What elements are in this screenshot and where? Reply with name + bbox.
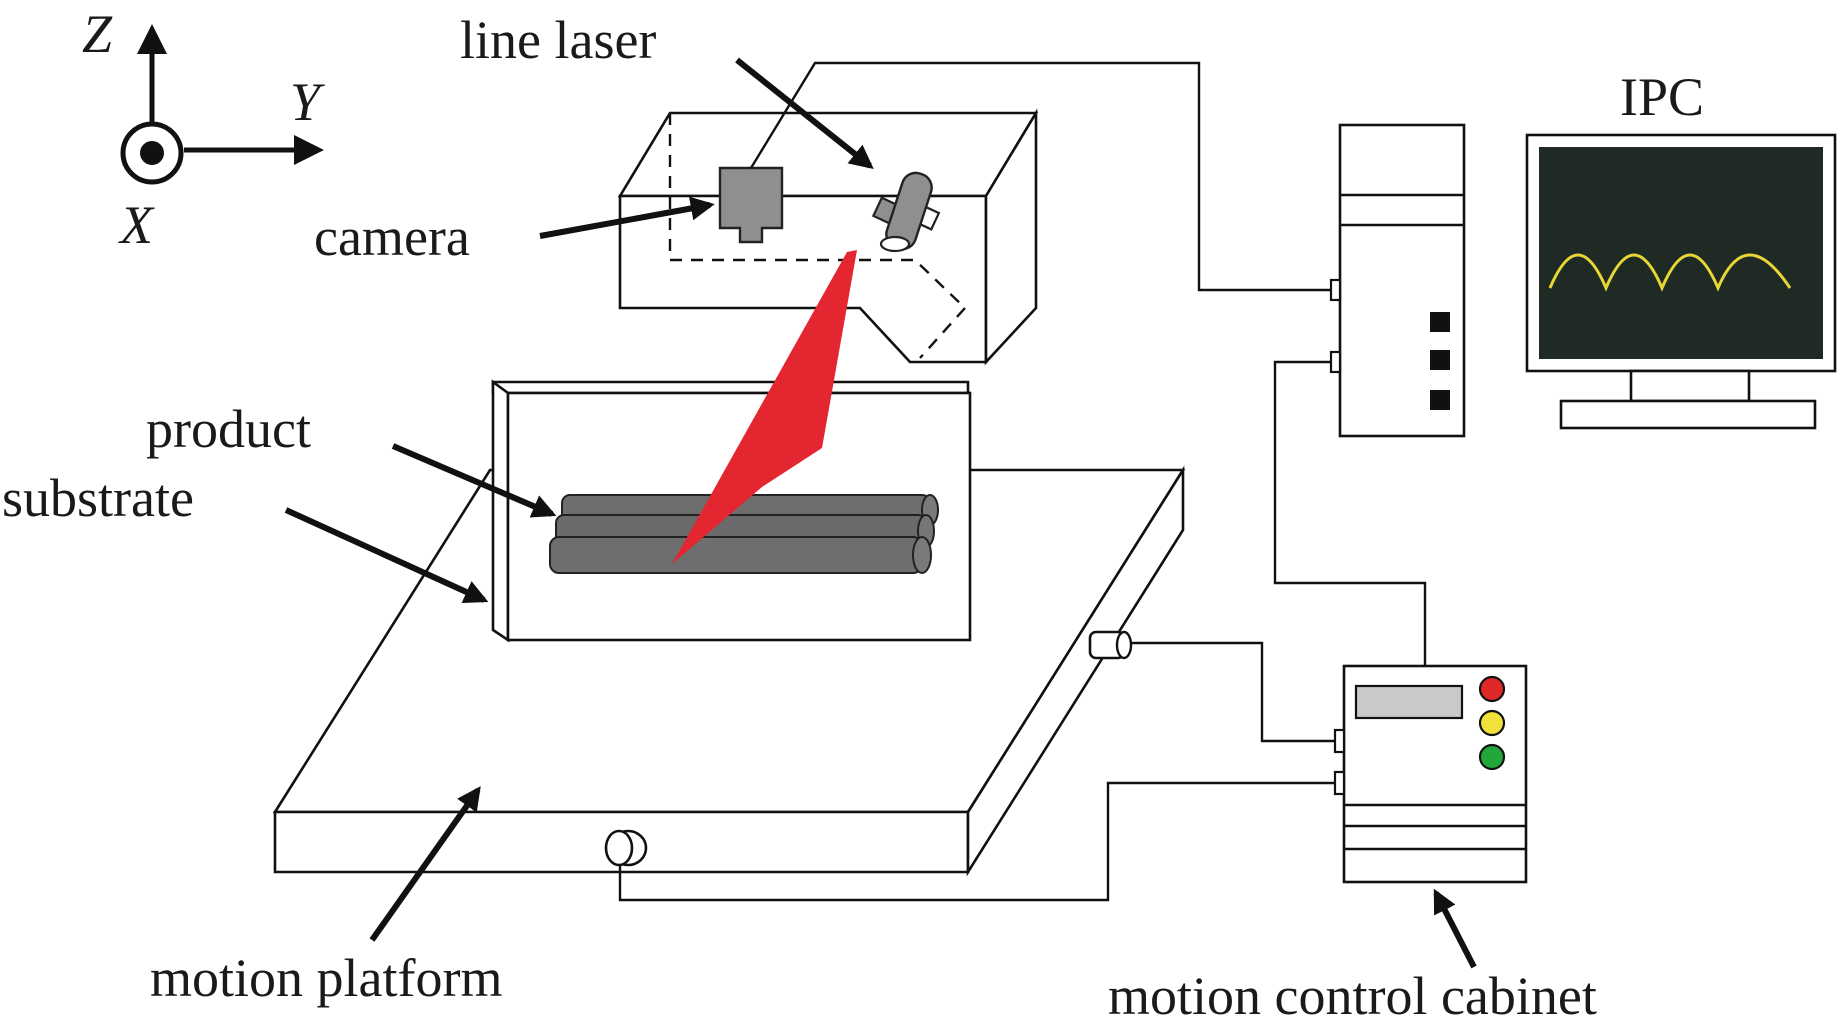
label-ipc: IPC (1620, 67, 1704, 127)
cable-camera-ipc (749, 61, 1331, 292)
arrow-motion-platform (369, 786, 481, 942)
indicator-red (1478, 675, 1506, 703)
product (549, 494, 939, 574)
line-laser-icon (871, 171, 941, 253)
arrow-substrate (284, 507, 489, 603)
housing-side (984, 108, 1038, 366)
substrate-top (491, 380, 970, 395)
product-rod-3-end (912, 536, 932, 574)
label-motion-control-cabinet: motion control cabinet (1108, 966, 1597, 1018)
monitor-base (1559, 399, 1817, 430)
coordinate-axes: Z Y X (82, 4, 325, 255)
sensor-housing (617, 108, 1039, 366)
cabinet-port-1 (1333, 728, 1346, 754)
labels: line laser camera IPC product substrate … (2, 10, 1704, 1018)
monitor-screen (1539, 147, 1823, 359)
z-axis-label: Z (82, 4, 113, 64)
label-line-laser: line laser (460, 10, 656, 70)
x-axis-dot (140, 141, 164, 165)
monitor-neck (1629, 369, 1751, 403)
housing-top (617, 111, 1039, 198)
label-substrate: substrate (2, 468, 194, 528)
leader-arrows (284, 57, 1477, 969)
ipc-button-1 (1430, 312, 1450, 332)
label-camera: camera (314, 207, 470, 267)
arrow-product (391, 443, 557, 518)
label-motion-platform: motion platform (150, 948, 502, 1008)
cable-drive-cabinet (618, 781, 1335, 902)
arrow-line-laser (735, 57, 874, 169)
profile-signal (1548, 253, 1792, 292)
housing-hidden-edge-3 (919, 307, 966, 359)
ipc (1329, 123, 1837, 438)
substrate-side (491, 379, 510, 643)
platform-side-port-cap (1115, 630, 1133, 660)
indicator-yellow (1478, 709, 1506, 737)
cabinet-port-2 (1333, 770, 1346, 796)
ipc-port-top (1329, 278, 1342, 302)
ipc-button-2 (1430, 350, 1450, 370)
indicator-green (1478, 743, 1506, 771)
arrow-camera (539, 196, 715, 239)
label-product: product (146, 399, 311, 459)
y-axis-label: Y (290, 72, 325, 132)
cable-ipc-cabinet (1273, 360, 1427, 666)
product-rod-3 (549, 536, 923, 574)
cabinet-display (1354, 684, 1464, 720)
ipc-tower (1338, 123, 1466, 438)
camera-icon (718, 166, 784, 244)
laser-sheet (672, 250, 857, 564)
ipc-port-bottom (1329, 350, 1342, 374)
platform-side (966, 465, 1185, 877)
cable-platform-cabinet (1131, 641, 1335, 743)
arrow-motion-control-cabinet (1433, 888, 1477, 969)
x-axis-label: X (118, 195, 155, 255)
motion-control-cabinet (1333, 664, 1528, 884)
ipc-button-3 (1430, 390, 1450, 410)
platform-front-port-inner (604, 829, 634, 867)
cables (618, 61, 1427, 902)
